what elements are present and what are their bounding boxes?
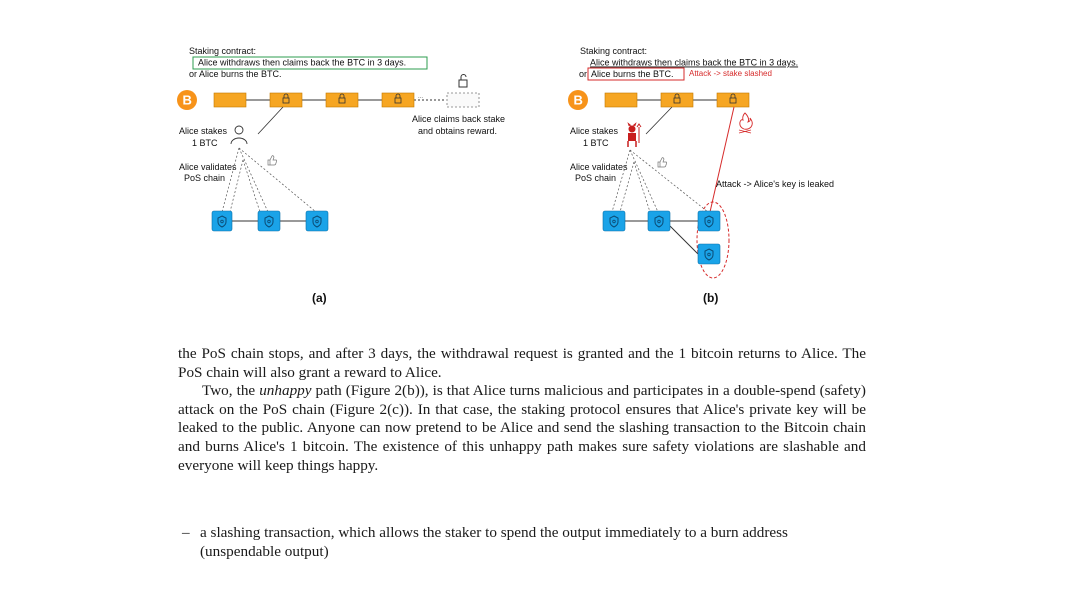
pos-block bbox=[211, 210, 233, 232]
btc-block bbox=[213, 92, 247, 108]
claims-line1-a: Alice claims back stake bbox=[412, 114, 505, 124]
thumbs-up-icon bbox=[657, 157, 668, 168]
bitcoin-chain-a: ... bbox=[213, 92, 480, 108]
pos-block-fork bbox=[697, 243, 721, 265]
bitcoin-chain-b bbox=[604, 92, 750, 108]
fire-burn-icon bbox=[738, 112, 753, 134]
caption-b: (b) bbox=[703, 291, 718, 305]
contract-line1-a: Alice withdraws then claims back the BTC… bbox=[198, 58, 406, 68]
panel-a: Staking contract: Alice withdraws then c… bbox=[177, 46, 505, 305]
btc-block bbox=[604, 92, 638, 108]
paragraph-2: Two, the unhappy path (Figure 2(b)), is … bbox=[178, 382, 866, 475]
unhappy-emphasis: unhappy bbox=[259, 382, 312, 400]
caption-a: (a) bbox=[312, 291, 327, 305]
pos-block bbox=[257, 210, 281, 232]
contract-line1-b: Alice withdraws then claims back the BTC… bbox=[590, 58, 798, 68]
stakes-line2-b: 1 BTC bbox=[583, 138, 609, 148]
contract-line2-a: or Alice burns the BTC. bbox=[189, 69, 282, 79]
btc-block bbox=[716, 92, 750, 108]
pos-chain-b bbox=[602, 210, 721, 265]
paragraph-2-pre: Two, the bbox=[202, 382, 260, 400]
validation-lines-b bbox=[611, 149, 709, 213]
body-paragraphs: the PoS chain stops, and after 3 days, t… bbox=[178, 345, 866, 475]
unlocked-padlock-icon bbox=[458, 74, 468, 88]
claims-line2-a: and obtains reward. bbox=[418, 126, 497, 136]
pos-block bbox=[305, 210, 329, 232]
validates-line1-b: Alice validates bbox=[570, 162, 628, 172]
stakes-line1-b: Alice stakes bbox=[570, 126, 619, 136]
paragraph-2-post: path (Figure 2(b)), is that Alice turns … bbox=[178, 382, 866, 474]
paragraph-1: the PoS chain stops, and after 3 days, t… bbox=[178, 345, 866, 381]
pos-block bbox=[602, 210, 626, 232]
thumbs-up-icon bbox=[267, 155, 278, 166]
list-dash: – bbox=[182, 524, 190, 541]
fork-highlight-ellipse bbox=[696, 201, 730, 279]
contract-title-b: Staking contract: bbox=[580, 46, 647, 56]
stake-slashed-note: Attack -> stake slashed bbox=[689, 69, 772, 78]
stakes-line2-a: 1 BTC bbox=[192, 138, 218, 148]
pos-block bbox=[647, 210, 671, 232]
btc-block bbox=[269, 92, 303, 108]
validates-line1-a: Alice validates bbox=[179, 162, 237, 172]
svg-text:B: B bbox=[574, 93, 583, 108]
contract-highlight-box-b bbox=[587, 67, 685, 81]
list-item-text: a slashing transaction, which allows the… bbox=[200, 524, 788, 560]
btc-block-pending bbox=[446, 92, 480, 108]
validates-line2-b: PoS chain bbox=[575, 173, 616, 183]
panel-b: Staking contract: Alice withdraws then c… bbox=[568, 46, 834, 305]
svg-text:B: B bbox=[183, 93, 192, 108]
malicious-alice-icon bbox=[627, 122, 642, 147]
validates-line2-a: PoS chain bbox=[184, 173, 225, 183]
contract-or-b: or bbox=[579, 69, 587, 79]
figure-2: Staking contract: Alice withdraws then c… bbox=[177, 46, 834, 305]
bitcoin-logo-icon: B bbox=[177, 90, 197, 110]
alice-user-icon bbox=[230, 125, 248, 145]
btc-block bbox=[325, 92, 359, 108]
svg-text:...: ... bbox=[418, 94, 423, 100]
contract-title-a: Staking contract: bbox=[189, 46, 256, 56]
contract-line2-b: Alice burns the BTC. bbox=[591, 69, 674, 79]
pos-chain-a bbox=[211, 210, 329, 232]
validation-lines-a bbox=[221, 147, 317, 213]
attack-note: Attack -> Alice's key is leaked bbox=[716, 179, 834, 189]
pos-block bbox=[697, 210, 721, 232]
stakes-line1-a: Alice stakes bbox=[179, 126, 228, 136]
btc-block bbox=[381, 92, 415, 108]
btc-block bbox=[660, 92, 694, 108]
contract-highlight-box-a bbox=[192, 56, 428, 70]
bitcoin-logo-icon: B bbox=[568, 90, 588, 110]
attack-line bbox=[709, 106, 735, 213]
